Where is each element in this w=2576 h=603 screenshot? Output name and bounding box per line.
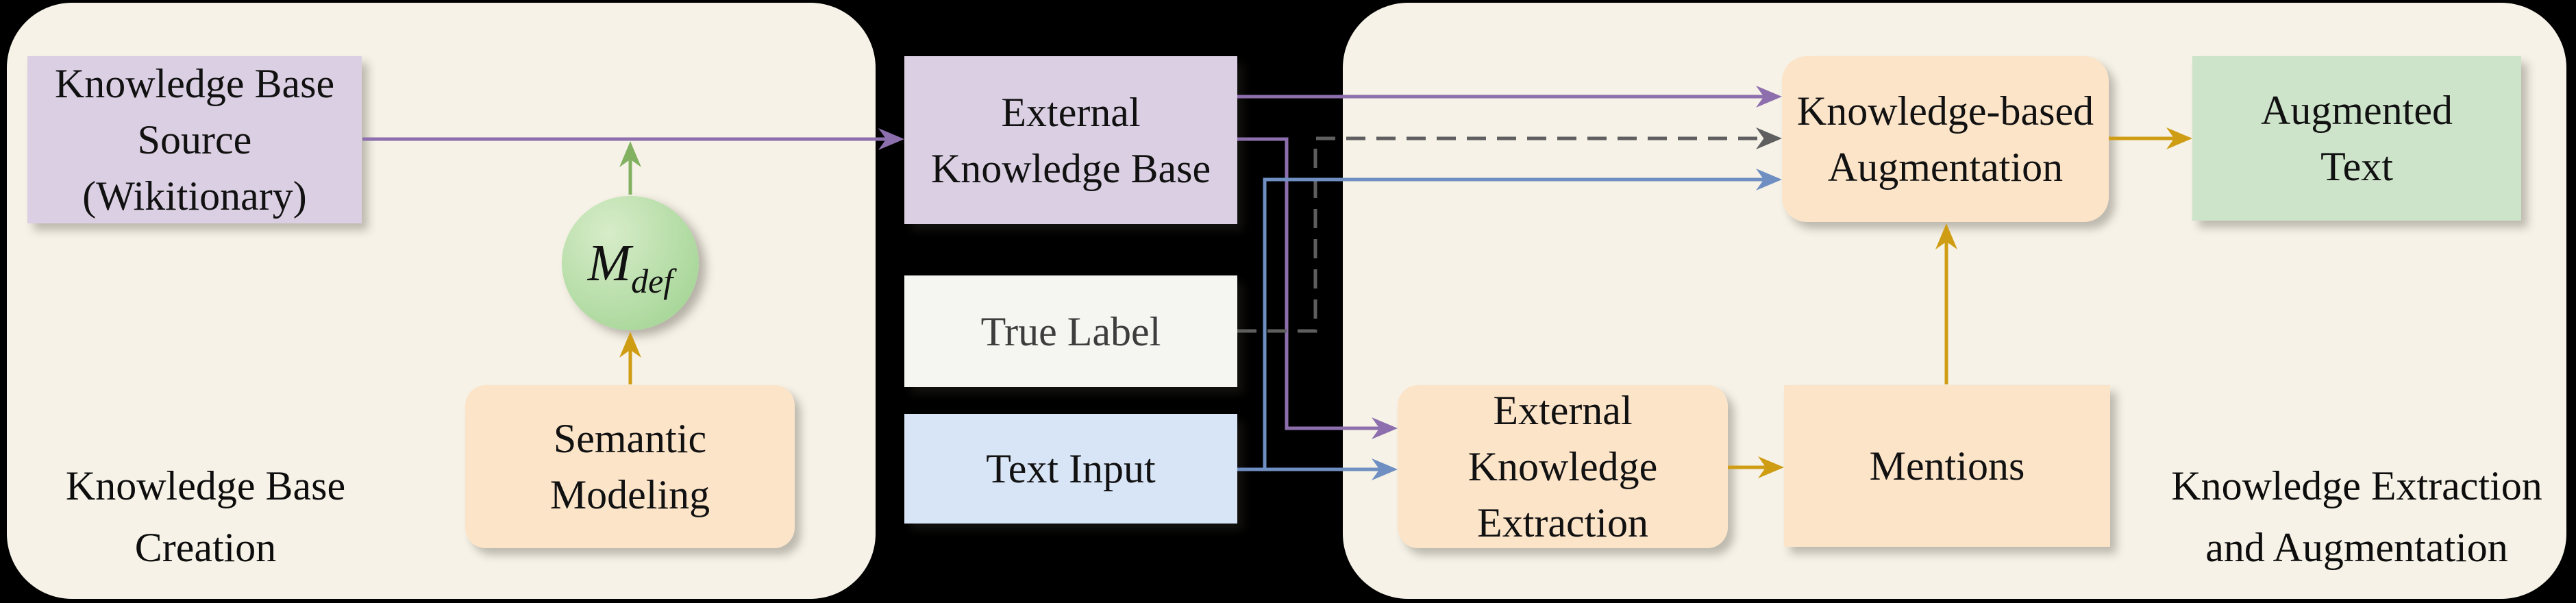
node-true-label-label: True Label bbox=[980, 308, 1161, 354]
node-text-input-label: Text Input bbox=[986, 446, 1156, 491]
node-semantic-modeling-label: Semantic Modeling bbox=[549, 416, 710, 517]
node-knowledge-base-source: Knowledge Base Source (Wikitionary) bbox=[27, 56, 362, 223]
node-knowledge-based-augmentation-label: Knowledge-based Augmentation bbox=[1796, 88, 2094, 190]
node-external-knowledge-base: External Knowledge Base bbox=[904, 56, 1237, 224]
node-mdef-label: Mdef bbox=[587, 234, 673, 298]
node-mentions-label: Mentions bbox=[1869, 443, 2025, 489]
node-text-input: Text Input bbox=[904, 414, 1237, 524]
caption-knowledge-extraction-augmentation: Knowledge Extraction and Augmentation bbox=[2171, 463, 2542, 570]
node-augmented-text-label: Augmented Text bbox=[2261, 88, 2453, 189]
node-true-label: True Label bbox=[904, 275, 1237, 387]
node-augmented-text: Augmented Text bbox=[2192, 56, 2521, 221]
node-knowledge-based-augmentation: Knowledge-based Augmentation bbox=[1782, 56, 2109, 222]
node-external-knowledge-extraction: External Knowledge Extraction bbox=[1398, 385, 1728, 548]
mdef-subscript: def bbox=[631, 261, 673, 300]
node-semantic-modeling: Semantic Modeling bbox=[465, 385, 795, 548]
node-external-knowledge-base-label: External Knowledge Base bbox=[930, 89, 1211, 191]
caption-knowledge-base-creation: Knowledge Base Creation bbox=[65, 463, 346, 570]
mdef-symbol: M bbox=[587, 234, 632, 292]
edge-kb-source-to-external-kb-arrowhead bbox=[878, 128, 904, 150]
node-mdef: Mdef bbox=[562, 196, 699, 330]
node-mentions: Mentions bbox=[1784, 385, 2110, 547]
node-knowledge-base-source-label: Knowledge Base Source (Wikitionary) bbox=[54, 61, 335, 219]
node-external-knowledge-extraction-label: External Knowledge Extraction bbox=[1467, 388, 1658, 545]
